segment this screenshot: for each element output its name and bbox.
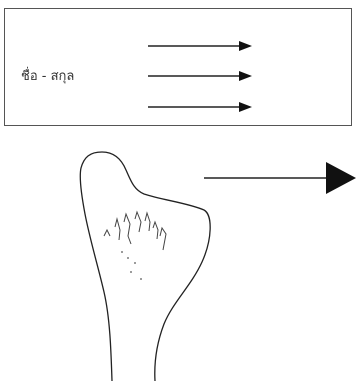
- sketch-drawing: [80, 152, 210, 381]
- box-arrow-1: [148, 41, 252, 51]
- large-arrow: [204, 162, 356, 194]
- box-arrow-2: [148, 71, 252, 81]
- box-arrow-3: [148, 102, 252, 112]
